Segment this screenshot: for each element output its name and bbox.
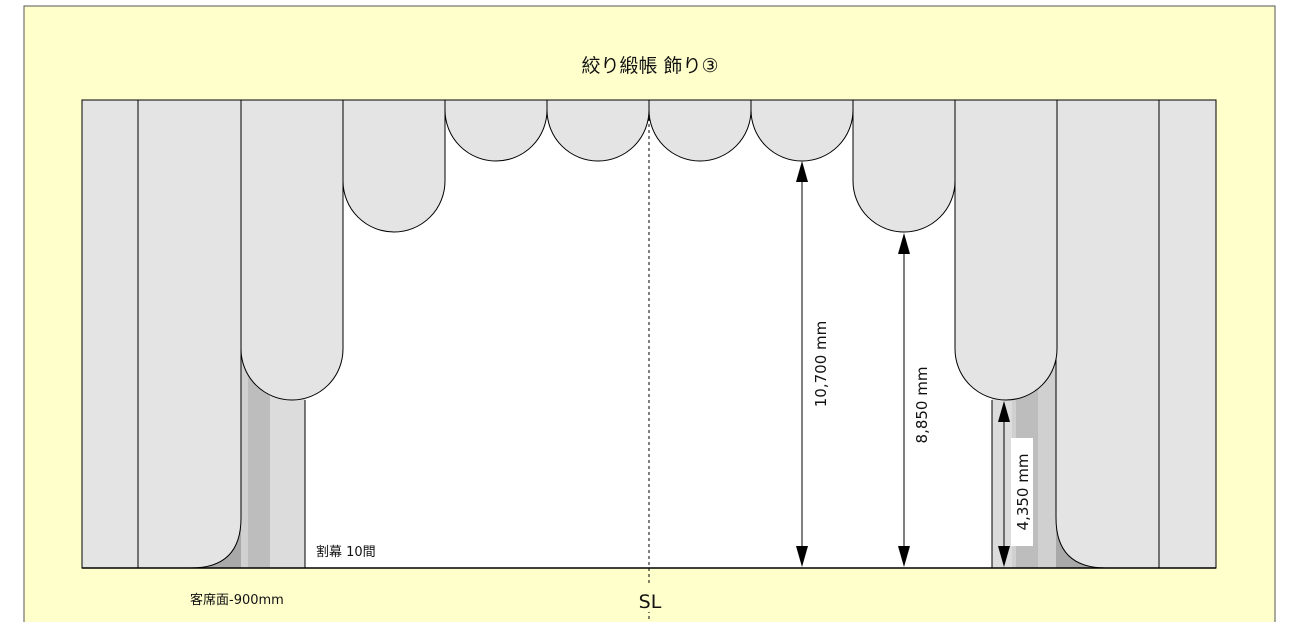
curtain-leg-right-inner: [1055, 99, 1160, 569]
dimension-middle-label: 8,850 mm: [913, 367, 931, 444]
dimension-inner-label: 4,350 mm: [1014, 454, 1032, 531]
swag-panel-7: [852, 99, 956, 233]
curtain-leg-right-outer: [1158, 99, 1217, 569]
diagram-title: 絞り緞帳 飾り③: [581, 55, 718, 77]
center-label: SL: [639, 591, 662, 613]
dimension-inner-label-bg: [1011, 438, 1033, 546]
swag-panel-1: [240, 99, 344, 401]
curtain-leg-left-outer: [81, 99, 139, 569]
swag-panel-5: [648, 99, 752, 162]
swag-panel-2: [342, 99, 446, 233]
dimension-outer-label: 10,700 mm: [812, 321, 830, 407]
curtain-leg-left-inner: [137, 99, 242, 569]
dimension-inner: [998, 401, 1010, 567]
dimension-middle: [898, 233, 910, 567]
split-curtain-label: 割幕 10間: [316, 544, 376, 560]
swag-panel-6: [750, 99, 854, 162]
dimension-outer: [796, 161, 808, 567]
swag-panel-3: [444, 99, 548, 162]
audience-floor-label: 客席面-900mm: [190, 592, 284, 608]
swag-panel-4: [546, 99, 650, 162]
center-label-bg: [634, 586, 664, 612]
swag-panel-8: [954, 99, 1058, 401]
